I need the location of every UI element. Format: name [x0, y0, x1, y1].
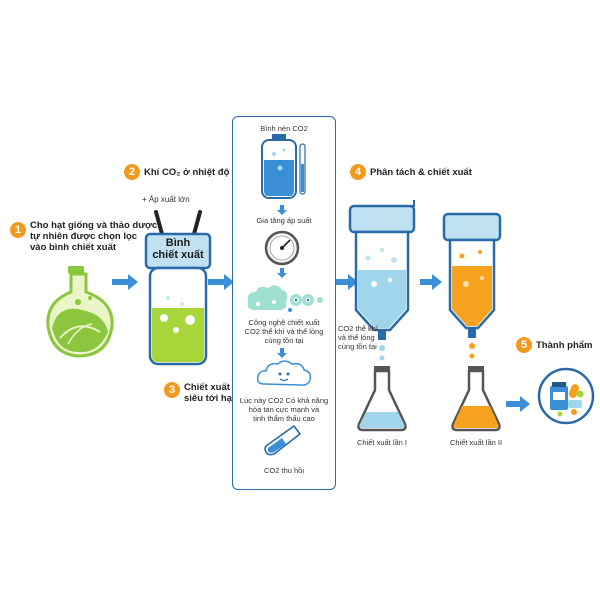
step-4-badge: 4: [350, 164, 366, 180]
tech-description: Công nghệ chiết xuất CO2 thể khí và thể …: [236, 318, 332, 345]
arrow-1-icon: [112, 274, 138, 290]
panel-arrow-3-icon: [277, 348, 287, 358]
step-2-badge: 2: [124, 164, 140, 180]
step-4-text: Phân tách & chiết xuất: [370, 167, 472, 178]
step-3-text: Chiết xuất siêu tới hạn: [184, 382, 238, 404]
step-1-line-2: tự nhiên được chọn lọc: [30, 231, 138, 242]
flask-1-icon: [357, 366, 407, 432]
test-tube-icon: [264, 424, 302, 456]
co2-molecules-icon: [247, 285, 323, 312]
product-icon: [537, 367, 595, 425]
co2-recovered-label: CO2 thu hồi: [263, 466, 305, 475]
arrow-4-icon: [420, 274, 442, 290]
step-1-line-3: vào bình chiết xuất: [30, 242, 117, 253]
panel-arrow-1-icon: [277, 205, 287, 215]
separator-2-icon: [442, 212, 502, 359]
separation-note-line-2: và thể lỏng: [338, 333, 375, 342]
tech-line-1: Công nghệ chiết xuất: [248, 318, 320, 327]
arrow-2-icon: [208, 274, 234, 290]
co2-cylinder-label: Bình nén CO2: [260, 124, 308, 133]
solvent-description: Lúc này CO2 Có khả năng hòa tan cực mạnh…: [236, 396, 332, 423]
step-1-text: Cho hạt giống và thảo dược tự nhiên được…: [30, 220, 157, 253]
step-3-line-2: siêu tới hạn: [184, 393, 238, 404]
step-3-badge: 3: [164, 382, 180, 398]
step-1-line-1: Cho hạt giống và thảo dược: [30, 220, 158, 231]
separation-note: CO2 thể khí và thể lỏng cùng tồn tại: [338, 324, 382, 351]
arrow-3-icon: [336, 274, 358, 290]
separation-note-line-1: CO2 thể khí: [338, 324, 379, 333]
separator-1-icon: [348, 200, 416, 361]
solvent-line-3: tinh thẩm thấu cao: [253, 414, 315, 423]
tech-line-2: CO2 thể khí và thể lỏng: [244, 327, 324, 336]
solvent-line-1: Lúc này CO2 Có khả năng: [239, 396, 329, 405]
tech-line-3: cùng tồn tại: [264, 336, 304, 345]
pressure-label: + Áp xuất lớn: [142, 195, 190, 204]
flask-2-label: Chiết xuất lần II: [449, 438, 503, 447]
extraction-vessel-icon: [144, 210, 212, 366]
pressure-increase-label: Gia tăng áp suất: [256, 216, 312, 225]
step-5-badge: 5: [516, 337, 532, 353]
step-3-line-1: Chiết xuất: [184, 382, 230, 393]
co2-cylinder-icon: [261, 134, 306, 199]
pressure-gauge-icon: [264, 230, 300, 266]
vessel-label-line-2: chiết xuất: [152, 249, 204, 261]
separation-note-line-3: cùng tồn tại: [338, 342, 377, 351]
flask-2-icon: [451, 366, 501, 432]
solvent-line-2: hòa tan cực mạnh và: [248, 405, 320, 414]
step-1-badge: 1: [10, 222, 26, 238]
cloud-icon: [256, 360, 312, 386]
arrow-5-icon: [506, 396, 530, 412]
herb-flask-icon: [46, 266, 114, 358]
step-5-text: Thành phẩm: [536, 340, 593, 351]
flask-1-label: Chiết xuất lần I: [356, 438, 408, 447]
step-2-text: Khí CO₂ ở nhiệt độ cao: [144, 167, 249, 178]
vessel-label: Bình chiết xuất: [146, 237, 210, 261]
vessel-label-line-1: Bình: [165, 237, 191, 249]
panel-arrow-2-icon: [277, 268, 287, 278]
